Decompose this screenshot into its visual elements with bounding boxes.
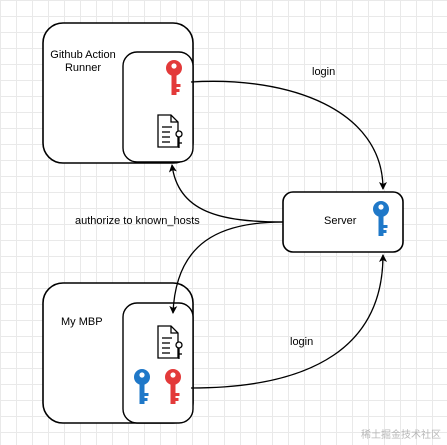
runner-title-line1: Github Action (50, 49, 116, 61)
runner-title-line2: Runner (64, 62, 102, 74)
mbp-label: My MBP (61, 316, 103, 328)
edge-label-runner-login: login (312, 66, 336, 78)
runner-title: Github Action Runner (43, 49, 123, 75)
edge-authorize-known-hosts (168, 164, 284, 223)
edge-label-authorize: authorize to known_hosts (75, 215, 200, 227)
edge-mbp-login (190, 254, 387, 389)
mbp-inner-box (122, 302, 194, 424)
edge-runner-login (190, 80, 387, 190)
edge-label-mbp-login: login (290, 336, 314, 348)
watermark: 稀土掘金技术社区 (361, 430, 441, 441)
server-label: Server (324, 215, 357, 227)
edge-server-to-mbp (169, 221, 284, 314)
